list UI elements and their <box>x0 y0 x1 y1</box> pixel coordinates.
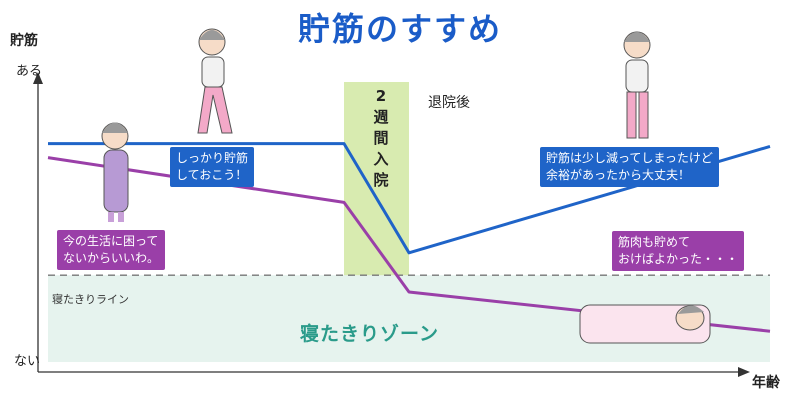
chart-title: 貯筋のすすめ <box>297 10 502 48</box>
blue-after-caption: 貯筋は少し減ってしまったけど 余裕があったから大丈夫！ <box>540 147 719 187</box>
bedridden-person-figure <box>579 304 711 344</box>
bedridden-zone-label: 寝たきりゾーン <box>300 323 440 345</box>
hospital-label: 2週間入院 <box>373 87 389 189</box>
purple-after-caption: 筋肉も貯めて おけばよかった・・・ <box>612 231 745 271</box>
elderly-woman-standing-healthy-figure <box>623 31 651 139</box>
discharge-label: 退院後 <box>428 95 470 111</box>
x-axis-arrow <box>738 367 750 377</box>
bedridden-line-label: 寝たきりライン <box>52 293 129 306</box>
y-axis-arrow <box>33 72 43 84</box>
elderly-woman-standing-figure <box>101 122 129 222</box>
y-axis-high-label: ある <box>16 64 43 79</box>
series-line-muscle-saved <box>48 142 771 255</box>
y-axis-low-label: ない <box>14 354 41 369</box>
blue-before-caption: しっかり貯筋 しておこう！ <box>170 147 255 187</box>
purple-before-caption: 今の生活に困って ないからいいわ。 <box>57 230 166 270</box>
y-axis-title: 貯筋 <box>10 33 38 49</box>
x-axis-title: 年齢 <box>752 375 780 391</box>
elderly-woman-walking-figure <box>197 28 233 134</box>
